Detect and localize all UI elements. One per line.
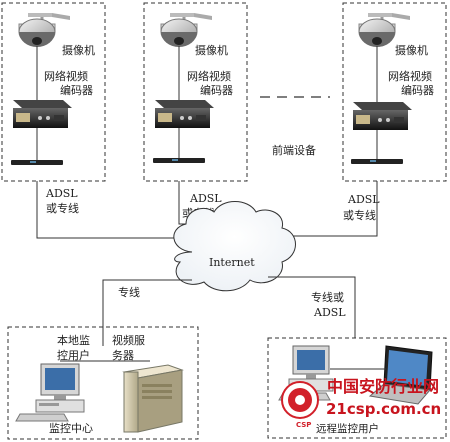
camera-label: 摄像机	[195, 43, 228, 57]
remote-link-label-line2: ADSL	[313, 306, 346, 319]
camera-label: 摄像机	[395, 43, 428, 57]
modem-icon	[153, 158, 205, 163]
camera-icon	[160, 13, 212, 47]
encoder-label-line1: 网络视频	[44, 69, 88, 83]
watermark-text: 中国安防行业网	[327, 377, 439, 396]
encoder-icon	[13, 100, 72, 128]
desktop-computer-icon	[15, 363, 85, 422]
link-line-1	[36, 181, 182, 239]
encoder-label-line1: 网络视频	[187, 69, 231, 83]
front-unit-box-3	[342, 2, 447, 182]
remote-users-box	[267, 337, 447, 439]
remote-link-label-line1: 专线或	[311, 290, 344, 304]
front-unit-box-2	[143, 2, 248, 182]
local-user-label-line1: 本地监	[57, 333, 90, 347]
watermark-url: 21csp.com.cn	[326, 400, 441, 418]
encoder-label-line1: 网络视频	[388, 69, 432, 83]
local-link-line	[102, 279, 192, 346]
local-user-label-line2: 控用户	[57, 348, 90, 362]
camera-label: 摄像机	[62, 43, 95, 57]
link-label-line1: ADSL	[347, 193, 380, 206]
camera-icon	[18, 13, 70, 47]
link-line-3	[275, 181, 378, 237]
camera-icon	[358, 13, 410, 47]
monitoring-center-box	[7, 326, 199, 440]
internet-label: Internet	[209, 256, 255, 269]
front-unit-box-1	[1, 2, 106, 182]
link-label-line1: ADSL	[189, 192, 222, 205]
monitoring-center-label: 监控中心	[49, 421, 93, 435]
link-label-line1: ADSL	[45, 187, 78, 200]
modem-icon	[11, 160, 63, 165]
encoder-label-line2: 编码器	[200, 83, 233, 97]
front-equipment-label: 前端设备	[272, 143, 316, 157]
video-server-label-line1: 视频服	[112, 333, 145, 347]
watermark-logo: CSP	[281, 381, 319, 429]
remote-users-label: 远程监控用户	[316, 422, 379, 435]
local-link-label: 专线	[118, 285, 140, 299]
encoder-label-line2: 编码器	[401, 83, 434, 97]
svg-text:CSP: CSP	[296, 421, 311, 429]
video-server-label-line2: 务器	[112, 349, 134, 362]
modem-icon	[351, 159, 403, 164]
encoder-icon	[353, 102, 412, 130]
remote-link-line	[268, 276, 356, 338]
link-label-line2: 或专线	[343, 208, 376, 222]
video-server-icon	[122, 364, 184, 433]
laptop-icon	[368, 345, 433, 405]
link-label-line2: 或专线	[46, 201, 79, 215]
encoder-icon	[155, 100, 214, 128]
encoder-label-line2: 编码器	[60, 83, 93, 97]
